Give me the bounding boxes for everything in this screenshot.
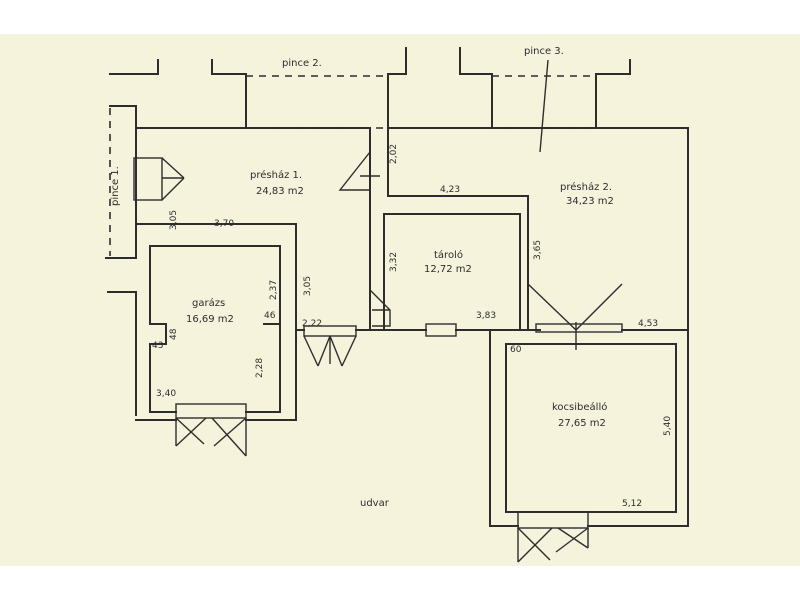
wall-pince3-right	[595, 59, 631, 129]
wall-top-left	[109, 59, 159, 75]
wall-preshaz2-outer	[387, 127, 689, 331]
dim-383: 3,83	[476, 311, 496, 321]
dim-365: 3,65	[533, 240, 543, 260]
wall-preshaz1-inner	[135, 223, 297, 331]
dim-222: 2,22	[302, 319, 322, 329]
dim-512: 5,12	[622, 499, 642, 509]
dim-540: 5,40	[663, 416, 673, 436]
wall-kocsibeallo-inner	[505, 343, 677, 513]
markers	[539, 59, 549, 153]
door-tarolo	[369, 289, 391, 327]
dim-60: 60	[510, 345, 522, 355]
dim-423: 4,23	[440, 185, 460, 195]
label-preshaz2-name: présház 2.	[560, 181, 612, 193]
label-tarolo-name: tároló	[434, 249, 463, 261]
dim-43: 43	[152, 341, 163, 351]
dim-237: 2,37	[269, 280, 279, 300]
floor-plan-drawing: pince 2. pince 3. pince 1. présház 1. 24…	[105, 46, 689, 563]
pince3-leader	[539, 59, 549, 153]
floor-plan-sheet: pince 2. pince 3. pince 1. présház 1. 24…	[0, 34, 800, 566]
dimension-labels: 3,05 3,70 3,05 2,22 2,37 46 48 43 2,28 3…	[152, 144, 673, 509]
dim-48: 48	[169, 328, 179, 340]
label-pince1: pince 1.	[110, 166, 121, 206]
label-pince2: pince 2.	[282, 58, 322, 69]
dim-202: 2,02	[389, 144, 399, 164]
dim-228: 2,28	[255, 358, 265, 378]
door-tarolo-bottom	[425, 323, 457, 337]
label-preshaz2-area: 34,23 m2	[566, 196, 614, 207]
door-preshaz2	[527, 283, 623, 350]
cellar-openings	[109, 75, 596, 256]
wall-pince2-left	[211, 59, 247, 129]
wall-kocsibeallo-bottom	[587, 329, 689, 527]
wall-garazs-left	[149, 245, 177, 413]
room-labels: pince 2. pince 3. pince 1. présház 1. 24…	[110, 46, 614, 509]
wall-pince3-left	[459, 47, 493, 129]
dim-305-left: 3,05	[169, 210, 179, 230]
label-kocsibeallo-name: kocsibeálló	[552, 401, 607, 413]
dim-332: 3,32	[389, 252, 399, 272]
label-preshaz1-name: présház 1.	[250, 169, 302, 181]
wall-pince2-right	[387, 47, 407, 129]
doors	[133, 151, 623, 563]
wall-kocsibeallo-left	[489, 329, 519, 527]
dim-340: 3,40	[156, 389, 176, 399]
walls	[105, 47, 689, 527]
label-garazs-area: 16,69 m2	[186, 314, 234, 325]
label-udvar: udvar	[360, 498, 390, 509]
door-preshaz1-right	[338, 151, 380, 191]
door-pince1	[133, 157, 185, 201]
wall-pince1	[105, 105, 137, 259]
dim-305-right: 3,05	[303, 276, 313, 296]
label-garazs-name: garázs	[192, 297, 225, 309]
wall-left-lower	[107, 291, 137, 416]
door-garazs	[175, 403, 247, 457]
dim-46: 46	[264, 311, 276, 321]
wall-garage-bottom-right	[245, 329, 305, 421]
label-preshaz1-area: 24,83 m2	[256, 186, 304, 197]
door-kocsibeallo	[517, 511, 589, 563]
label-kocsibeallo-area: 27,65 m2	[558, 418, 606, 429]
dim-370: 3,70	[214, 219, 234, 229]
wall-preshaz2-inner	[387, 127, 541, 331]
label-tarolo-area: 12,72 m2	[424, 264, 472, 275]
wall-tarolo	[383, 213, 521, 331]
wall-garazs	[149, 245, 281, 413]
dim-453: 4,53	[638, 319, 658, 329]
door-preshaz1-bottom	[303, 325, 357, 367]
label-pince3: pince 3.	[524, 46, 564, 57]
